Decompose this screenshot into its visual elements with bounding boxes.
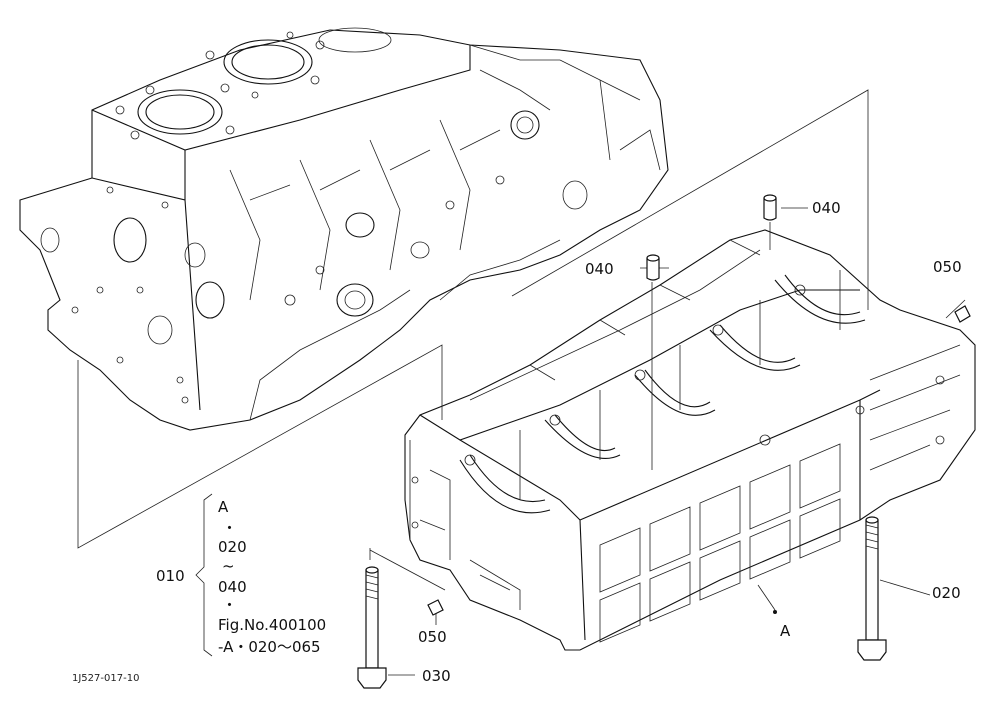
callout-050-left: 050 [418, 628, 447, 646]
assembly-lines [77, 89, 966, 676]
crankcase-lower [404, 229, 976, 651]
bracket-line-8: -A・020～065 [218, 638, 321, 656]
dowel-pin-040-upper [763, 194, 777, 221]
bracket-line-2: ・ [222, 519, 237, 537]
bracket-line-6: ・ [222, 596, 237, 614]
bracket-line-5: 040 [218, 578, 247, 596]
bolt-030 [357, 566, 387, 689]
callout-030: 030 [422, 667, 451, 685]
callout-a: A [780, 622, 791, 640]
bracket-text: A ・ 020 ~ 040 ・ Fig.No.400100 -A・020～065 [218, 498, 326, 656]
side-window-grid [599, 443, 841, 643]
pin-050-left [427, 599, 444, 616]
bracket-010 [195, 493, 213, 657]
pin-050-right [954, 305, 971, 323]
figure-code: 1J527-017-10 [72, 673, 139, 684]
cylinder-block-upper [19, 27, 669, 431]
callout-040-top: 040 [812, 199, 841, 217]
reference-dot-a [773, 610, 777, 614]
callout-020: 020 [932, 584, 961, 602]
dowel-pin-040-middle [646, 254, 660, 281]
callout-040-middle: 040 [585, 260, 614, 278]
bracket-line-7: Fig.No.400100 [218, 616, 326, 634]
callout-050-right: 050 [933, 258, 962, 276]
bolt-020 [857, 516, 887, 661]
bracket-line-3: 020 [218, 538, 247, 556]
bracket-line-4: ~ [222, 557, 235, 575]
bracket-line-1: A [218, 498, 229, 516]
callout-010: 010 [156, 567, 185, 585]
